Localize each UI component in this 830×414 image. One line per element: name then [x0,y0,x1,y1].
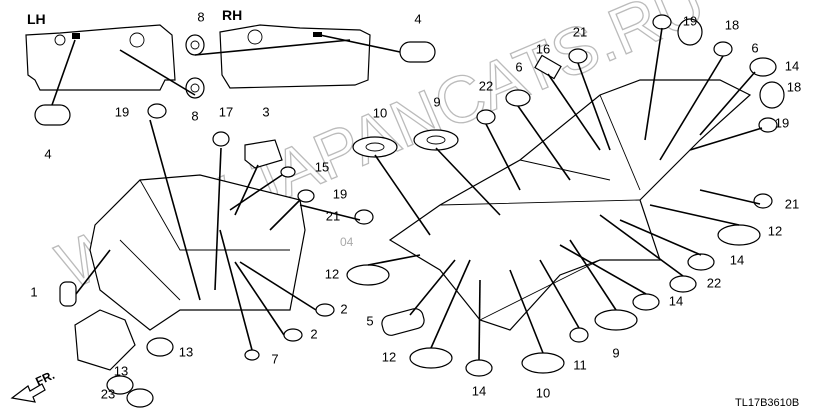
watermark-small: 04 [340,235,354,249]
lh-header: LH [27,11,46,27]
callout-12: 12 [382,349,396,364]
callout-21: 21 [326,208,340,223]
callout-2: 2 [340,301,347,316]
callout-5: 5 [366,313,373,328]
leader-line [409,259,456,316]
leader-line [699,189,761,205]
leader-line [435,147,501,216]
leader-line [234,261,285,336]
leader-line [509,269,544,354]
leader-line [539,259,580,329]
leader-line [644,27,663,141]
front-bracket [74,309,136,371]
lh-dash-panel [25,24,176,91]
leader-line [659,55,724,161]
rh-header: RH [222,7,242,23]
leader-line [689,127,763,151]
callout-8: 8 [191,108,198,123]
callout-14: 14 [669,293,683,308]
callout-14: 14 [472,383,486,398]
leader-line [319,34,401,53]
leader-line [299,204,361,221]
callout-12: 12 [768,223,782,238]
callout-6: 6 [515,59,522,74]
callout-14: 14 [730,252,744,267]
callout-12: 12 [325,266,339,281]
front-body-structure [89,174,306,331]
leader-line [374,154,431,236]
callout-21: 21 [785,196,799,211]
callout-4: 4 [414,11,421,26]
leader-line [569,239,617,311]
front-label: FR. [33,368,56,389]
front-arrow: FR. [10,368,57,403]
diagram-code: TL17B3610B [735,397,799,409]
callout-23: 23 [101,386,115,401]
callout-9: 9 [612,345,619,360]
callout-2: 2 [310,326,317,341]
callout-22: 22 [479,78,493,93]
leader-line [478,279,481,361]
leader-line [149,119,201,301]
callout-9: 9 [433,94,440,109]
callout-18: 18 [787,79,801,94]
callout-8: 8 [197,9,204,24]
callout-1: 1 [30,284,37,299]
callout-19: 19 [333,186,347,201]
callout-18: 18 [725,17,739,32]
callout-6: 6 [751,40,758,55]
callout-4: 4 [44,146,51,161]
leader-line [599,214,684,277]
leader-line [194,39,351,56]
callout-7: 7 [271,351,278,366]
leader-line [367,254,421,266]
rh-dash-panel [219,24,371,89]
callout-22: 22 [707,275,721,290]
leader-lines [51,27,763,361]
leader-line [75,249,111,295]
callout-19: 19 [775,115,789,130]
callout-10: 10 [536,385,550,400]
leader-line [649,204,740,226]
callout-19: 19 [683,13,697,28]
leader-line [214,147,222,291]
leader-line [219,229,253,351]
callout-13: 13 [179,344,193,359]
leader-line [485,123,521,191]
leader-line [517,105,571,181]
floor-pan [388,79,752,331]
callout-13: 13 [114,363,128,378]
callout-15: 15 [315,159,329,174]
leader-line [619,219,702,256]
leader-line [430,259,471,349]
leader-line [51,39,76,106]
leader-line [234,164,259,216]
leader-line [269,199,301,231]
leader-line [229,174,283,211]
leader-line [559,244,647,295]
callout-10: 10 [373,105,387,120]
leader-line [577,62,611,151]
callout-17: 17 [219,104,233,119]
callout-16: 16 [536,41,550,56]
callout-11: 11 [573,357,587,372]
leader-line [239,261,317,311]
callout-21: 21 [573,24,587,39]
callout-14: 14 [785,58,799,73]
leader-line [119,49,196,96]
callout-3: 3 [262,104,269,119]
leader-line [547,73,601,151]
callout-19: 19 [115,104,129,119]
leader-line [699,71,756,136]
